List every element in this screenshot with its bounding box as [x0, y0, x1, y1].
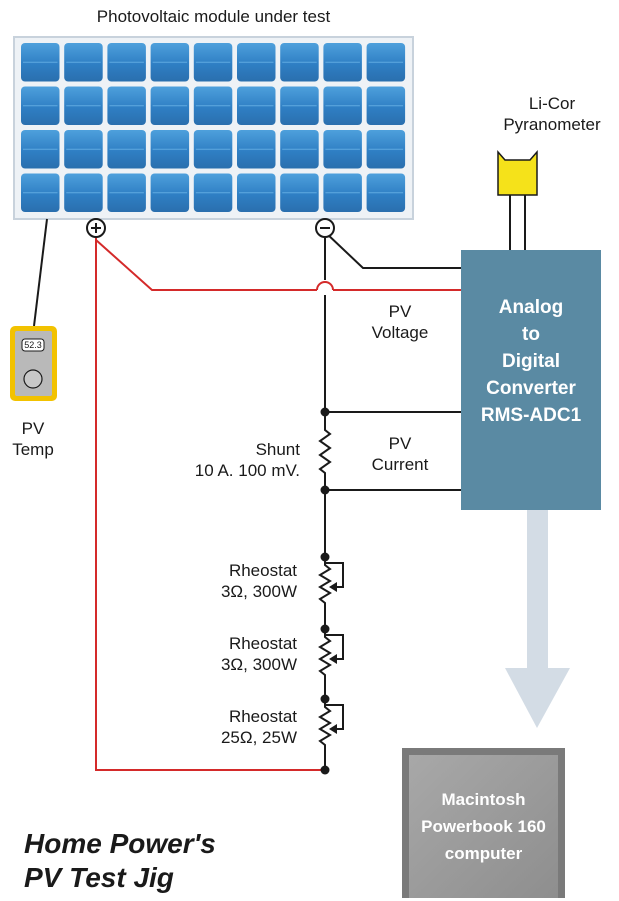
- module-label: Photovoltaic module under test: [96, 7, 331, 26]
- temp-sensor-wire: [33, 218, 48, 327]
- minus-circle-icon: [315, 218, 335, 238]
- data-flow-arrow: [505, 510, 570, 728]
- red-wires: [95, 238, 461, 771]
- rheostat-1-label: Rheostat 3Ω, 300W: [220, 561, 297, 601]
- rheostat-3: [317, 699, 344, 753]
- diagram-title: Home Power's PV Test Jig: [24, 828, 216, 893]
- junction-dots: [320, 407, 330, 775]
- plus-circle-icon: [86, 218, 106, 238]
- adc-box: [461, 250, 601, 510]
- positive-to-voltage-wire: [95, 239, 317, 291]
- temp-label: PV Temp: [12, 419, 54, 459]
- pyranometer-sensor: [497, 150, 538, 196]
- rheostat-3-label: Rheostat 25Ω, 25W: [220, 707, 297, 747]
- adc-label: Analog to Digital Converter RMS-ADC1: [480, 297, 582, 426]
- shunt-label: Shunt 10 A. 100 mV.: [194, 440, 300, 480]
- wire-crossover-hop: [316, 281, 334, 291]
- black-wires: [33, 195, 526, 770]
- solar-panel: [13, 36, 414, 220]
- negative-to-adc-wire: [324, 231, 461, 269]
- temperature-sensor: [10, 326, 57, 401]
- computer-label: Macintosh Powerbook 160 computer: [421, 790, 546, 863]
- rheostat-2-label: Rheostat 3Ω, 300W: [220, 634, 297, 674]
- voltage-label: PV Voltage: [371, 302, 429, 342]
- rheostat-group: [317, 557, 344, 753]
- temp-display: 52.3: [24, 340, 42, 350]
- pyranometer-label: Li-Cor Pyranometer: [503, 94, 601, 134]
- current-label: PV Current: [371, 434, 429, 474]
- positive-return-wire: [95, 238, 325, 771]
- rheostat-2: [317, 629, 344, 683]
- computer-box: [402, 748, 565, 898]
- rheostat-1: [317, 557, 344, 611]
- shunt-resistor: [318, 425, 332, 478]
